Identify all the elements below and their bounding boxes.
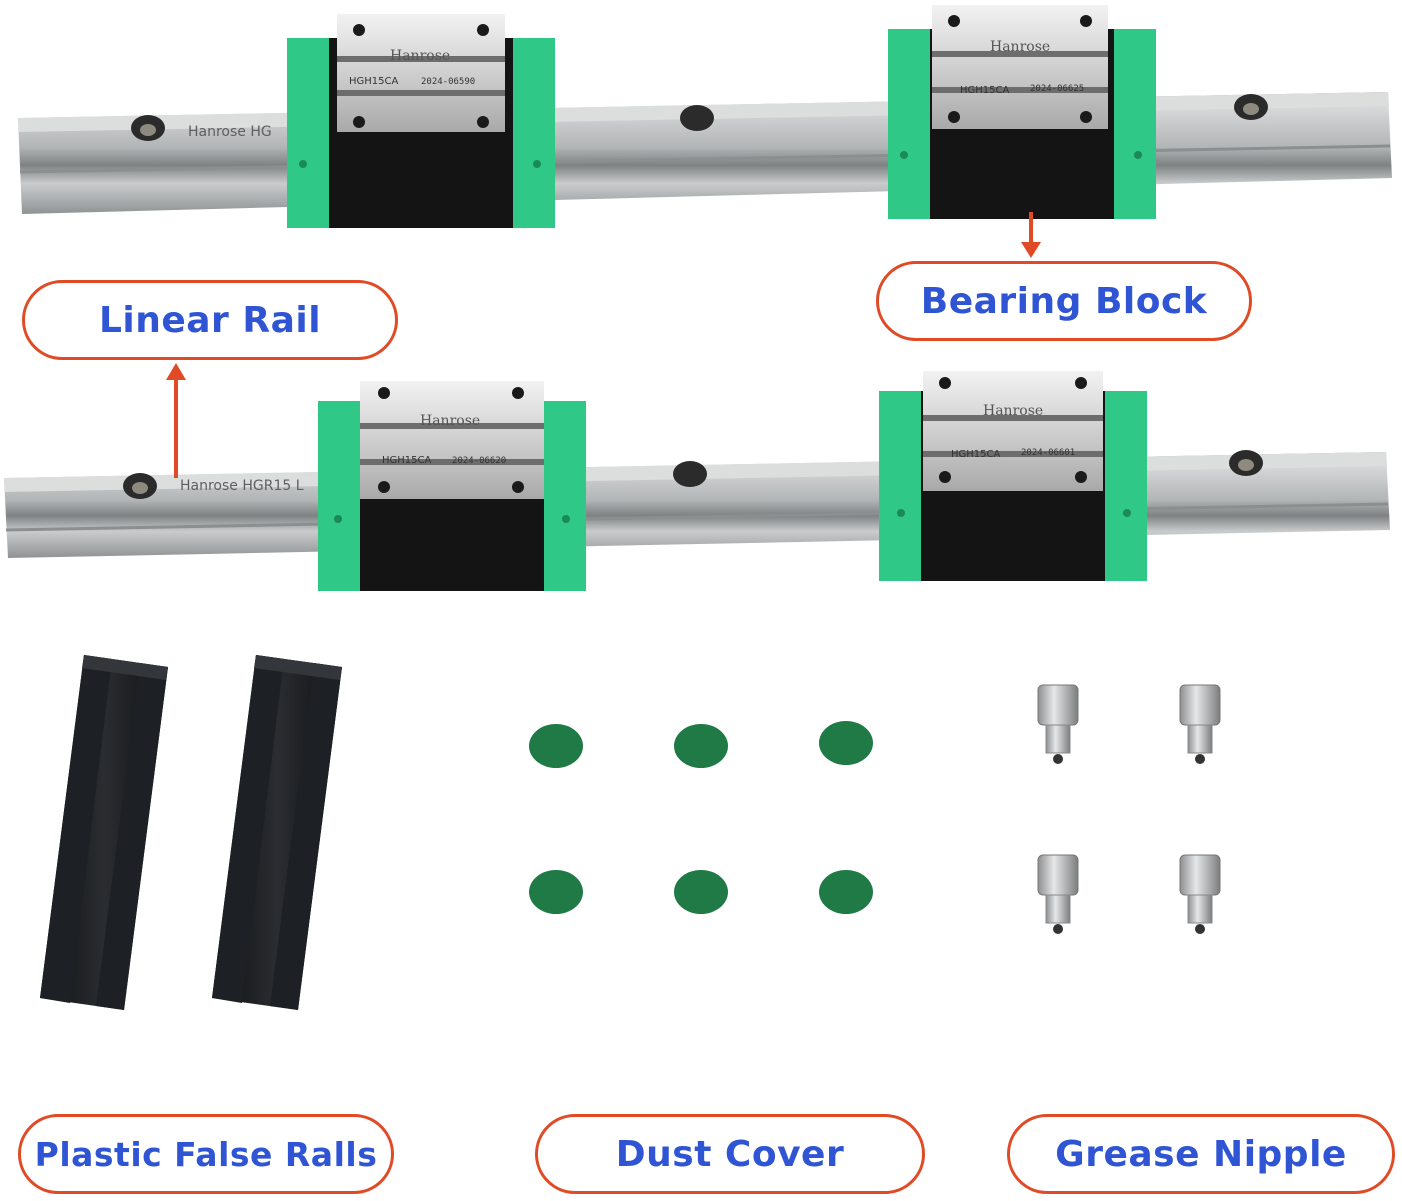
screw-hole-icon	[353, 116, 365, 128]
plastic-false-rail	[212, 655, 342, 1010]
screw-hole-icon	[477, 24, 489, 36]
arrow-up-icon	[166, 363, 186, 478]
bearing-block: Hanrose HGH15CA 2024-06601	[879, 371, 1147, 581]
bearing-block: Hanrose HGH15CA 2024-06620	[318, 381, 586, 591]
label-grease-nipple: Grease Nipple	[1007, 1114, 1395, 1194]
dust-covers	[529, 721, 873, 914]
block-model: HGH15CA	[960, 85, 1009, 96]
bearing-block: Hanrose HGH15CA 2024-06590	[287, 14, 555, 228]
dust-cover-disc	[529, 870, 583, 914]
screw-hole-icon	[1075, 377, 1087, 389]
dust-cover-disc	[819, 721, 873, 765]
block-model: HGH15CA	[349, 76, 398, 87]
screw-hole-icon	[378, 387, 390, 399]
dust-cover-disc	[674, 724, 728, 768]
block-serial: 2024-06601	[1021, 448, 1075, 458]
grease-nipple	[1179, 684, 1221, 764]
block-serial: 2024-06620	[452, 456, 506, 466]
label-bearing-block: Bearing Block	[876, 261, 1252, 341]
rail-mount-hole	[673, 461, 707, 487]
block-brand: Hanrose	[390, 48, 450, 64]
bearing-block: Hanrose HGH15CA 2024-06625	[888, 5, 1156, 219]
linear-rail-bottom: Hanrose HGR15 L	[4, 450, 1390, 558]
block-serial: 2024-06590	[421, 77, 475, 87]
arrow-down-icon	[1021, 212, 1041, 258]
screw-hole-icon	[512, 481, 524, 493]
rail-mount-hole	[680, 105, 714, 131]
rail-marking: Hanrose HGR15 L	[180, 478, 304, 494]
dust-cover-disc	[819, 870, 873, 914]
label-dust-cover: Dust Cover	[535, 1114, 925, 1194]
dust-cover-disc	[529, 724, 583, 768]
screw-hole-icon	[939, 471, 951, 483]
block-brand: Hanrose	[420, 413, 480, 429]
block-serial: 2024-06625	[1030, 84, 1084, 94]
grease-nipple	[1179, 854, 1221, 934]
screw-hole-icon	[477, 116, 489, 128]
grease-nipple	[1037, 684, 1079, 764]
screw-hole-icon	[512, 387, 524, 399]
label-plastic-false-rails: Plastic False Ralls	[18, 1114, 394, 1194]
linear-rail-top: Hanrose HG	[18, 92, 1392, 214]
screw-hole-icon	[1080, 111, 1092, 123]
screw-hole-icon	[948, 111, 960, 123]
block-brand: Hanrose	[983, 403, 1043, 419]
screw-hole-icon	[378, 481, 390, 493]
dust-cover-disc	[674, 870, 728, 914]
block-model: HGH15CA	[382, 455, 431, 466]
plastic-false-rail	[40, 655, 168, 1010]
screw-hole-icon	[353, 24, 365, 36]
block-brand: Hanrose	[990, 39, 1050, 55]
screw-hole-icon	[948, 15, 960, 27]
screw-hole-icon	[1080, 15, 1092, 27]
block-model: HGH15CA	[951, 449, 1000, 460]
rail-marking: Hanrose HG	[188, 124, 272, 140]
screw-hole-icon	[939, 377, 951, 389]
screw-hole-icon	[1075, 471, 1087, 483]
label-linear-rail: Linear Rail	[22, 280, 398, 360]
grease-nipple	[1037, 854, 1079, 934]
